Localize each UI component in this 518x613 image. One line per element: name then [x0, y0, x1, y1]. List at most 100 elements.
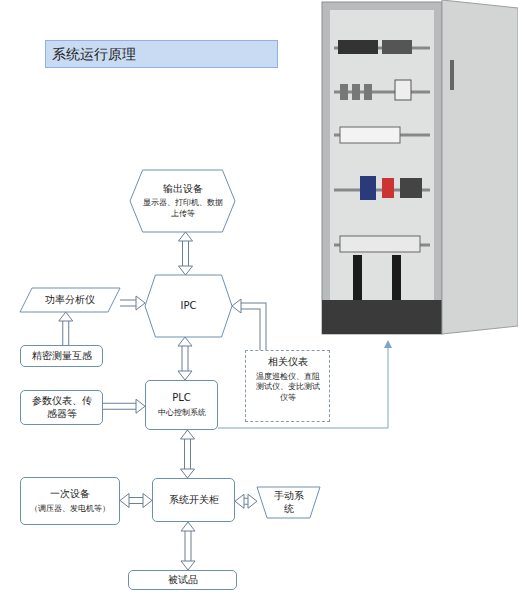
- cable-duct: [353, 255, 362, 300]
- arrowhead: [179, 266, 193, 275]
- node-detail: 显示器、打印机、数据上传等: [138, 198, 228, 219]
- arrow-fill: [183, 241, 188, 266]
- arrowhead: [120, 494, 129, 508]
- arrow-fill: [185, 439, 190, 469]
- relay: [395, 80, 411, 100]
- arrow-outline: [184, 439, 191, 469]
- arrow-fill: [120, 301, 136, 306]
- hollow-arrow: [120, 494, 152, 508]
- process-box: 系统开关柜: [152, 478, 235, 522]
- cable-duct: [392, 255, 401, 300]
- cabinet-door: [442, 0, 518, 334]
- node-label: 相关仪表: [264, 356, 312, 369]
- breaker: [364, 84, 372, 100]
- arrowhead: [136, 296, 145, 310]
- arrowhead: [181, 561, 195, 570]
- contactor: [400, 178, 422, 198]
- arrow-outline: [182, 241, 189, 266]
- arrowhead: [181, 469, 195, 478]
- arrow-fill: [129, 498, 143, 503]
- terminal-block: [340, 236, 420, 252]
- control-wire: [218, 346, 388, 428]
- process-box: 被试品: [128, 570, 237, 590]
- node-label: IPC: [177, 300, 201, 313]
- arrow-outline: [182, 346, 189, 371]
- hollow-arrow: [181, 522, 195, 570]
- node-detail: 中心控制系统: [154, 408, 210, 419]
- arrow-fill: [244, 499, 248, 504]
- breaker: [340, 84, 348, 100]
- process-box: 相关仪表温度巡检仪、直阻测试仪、变比测试仪等: [245, 350, 330, 422]
- hollow-arrow: [120, 296, 145, 310]
- node-label: 系统开关柜: [165, 494, 223, 507]
- arrow-outline: [120, 300, 136, 307]
- contactor: [360, 176, 376, 200]
- process-box: PLC 中心控制系统: [145, 380, 218, 430]
- hollow-arrow: [179, 232, 193, 275]
- node-outline-shape: [130, 170, 235, 232]
- cabinet-photo: [322, 0, 518, 334]
- arrowhead: [59, 312, 73, 321]
- plc-module: [338, 40, 378, 54]
- node-label: 功率分析仪: [41, 294, 99, 307]
- terminal-block: [340, 127, 400, 143]
- cabinet-body: [322, 2, 442, 334]
- arrowhead: [178, 371, 192, 380]
- title-banner: 系统运行原理: [45, 40, 278, 68]
- node-label: PLC: [168, 392, 195, 405]
- arrowhead: [136, 399, 145, 413]
- arrowhead: [181, 522, 195, 531]
- arrow-outline: [241, 306, 263, 350]
- arrow-outline: [185, 531, 192, 561]
- arrow-fill: [186, 531, 191, 561]
- arrow-fill: [241, 306, 263, 350]
- arrowhead: [248, 494, 257, 508]
- cabinet-base: [322, 300, 442, 334]
- node-outline-shape: [145, 275, 232, 337]
- arrowhead: [178, 337, 192, 346]
- breaker: [352, 84, 360, 100]
- node-label: 手动系统: [267, 490, 311, 515]
- din-rail: [334, 91, 430, 94]
- hexagon-node: IPC: [145, 275, 232, 337]
- hollow-arrow: [232, 299, 263, 350]
- node-detail: （调压器、发电机等）: [26, 504, 114, 515]
- hexagon-node: 输出设备显示器、打印机、数据上传等: [130, 170, 235, 232]
- cabinet-panel: [330, 10, 434, 300]
- node-label: 参数仪表、传感器等: [27, 395, 97, 420]
- node-outline-shape: [20, 288, 120, 312]
- arrowhead: [232, 299, 241, 313]
- node-outline-shape: [257, 487, 320, 518]
- arrow-outline: [129, 497, 143, 504]
- arrow-fill: [63, 321, 68, 345]
- hollow-arrow: [103, 399, 145, 413]
- arrowhead: [235, 494, 244, 508]
- hollow-arrow: [235, 494, 257, 508]
- hollow-arrow: [178, 337, 192, 380]
- trapezoid-node: 手动系统: [257, 487, 320, 518]
- arrowhead: [179, 232, 193, 241]
- parallelogram-node: 功率分析仪: [20, 288, 120, 312]
- arrow-outline: [244, 498, 248, 505]
- node-label: 被试品: [164, 574, 202, 587]
- wire-arrowhead: [384, 340, 392, 348]
- hollow-arrow: [181, 430, 195, 478]
- arrow-outline: [62, 321, 69, 345]
- arrow-fill: [103, 404, 136, 409]
- node-detail: 温度巡检仪、直阻测试仪、变比测试仪等: [250, 372, 325, 404]
- node-label: 一次设备: [46, 488, 94, 501]
- arrowhead: [143, 494, 152, 508]
- arrowhead: [181, 430, 195, 439]
- arrow-fill: [183, 346, 188, 371]
- node-label: 精密测量互感: [28, 350, 96, 363]
- process-box: 精密测量互感: [20, 345, 103, 367]
- node-label: 输出设备: [159, 183, 207, 196]
- contactor: [382, 178, 394, 198]
- arrow-outline: [103, 403, 136, 410]
- process-box: 一次设备 （调压器、发电机等）: [20, 477, 120, 525]
- hollow-arrow: [59, 312, 73, 345]
- door-handle: [450, 60, 454, 90]
- plc-module: [382, 40, 412, 54]
- process-box: 参数仪表、传感器等: [20, 390, 103, 425]
